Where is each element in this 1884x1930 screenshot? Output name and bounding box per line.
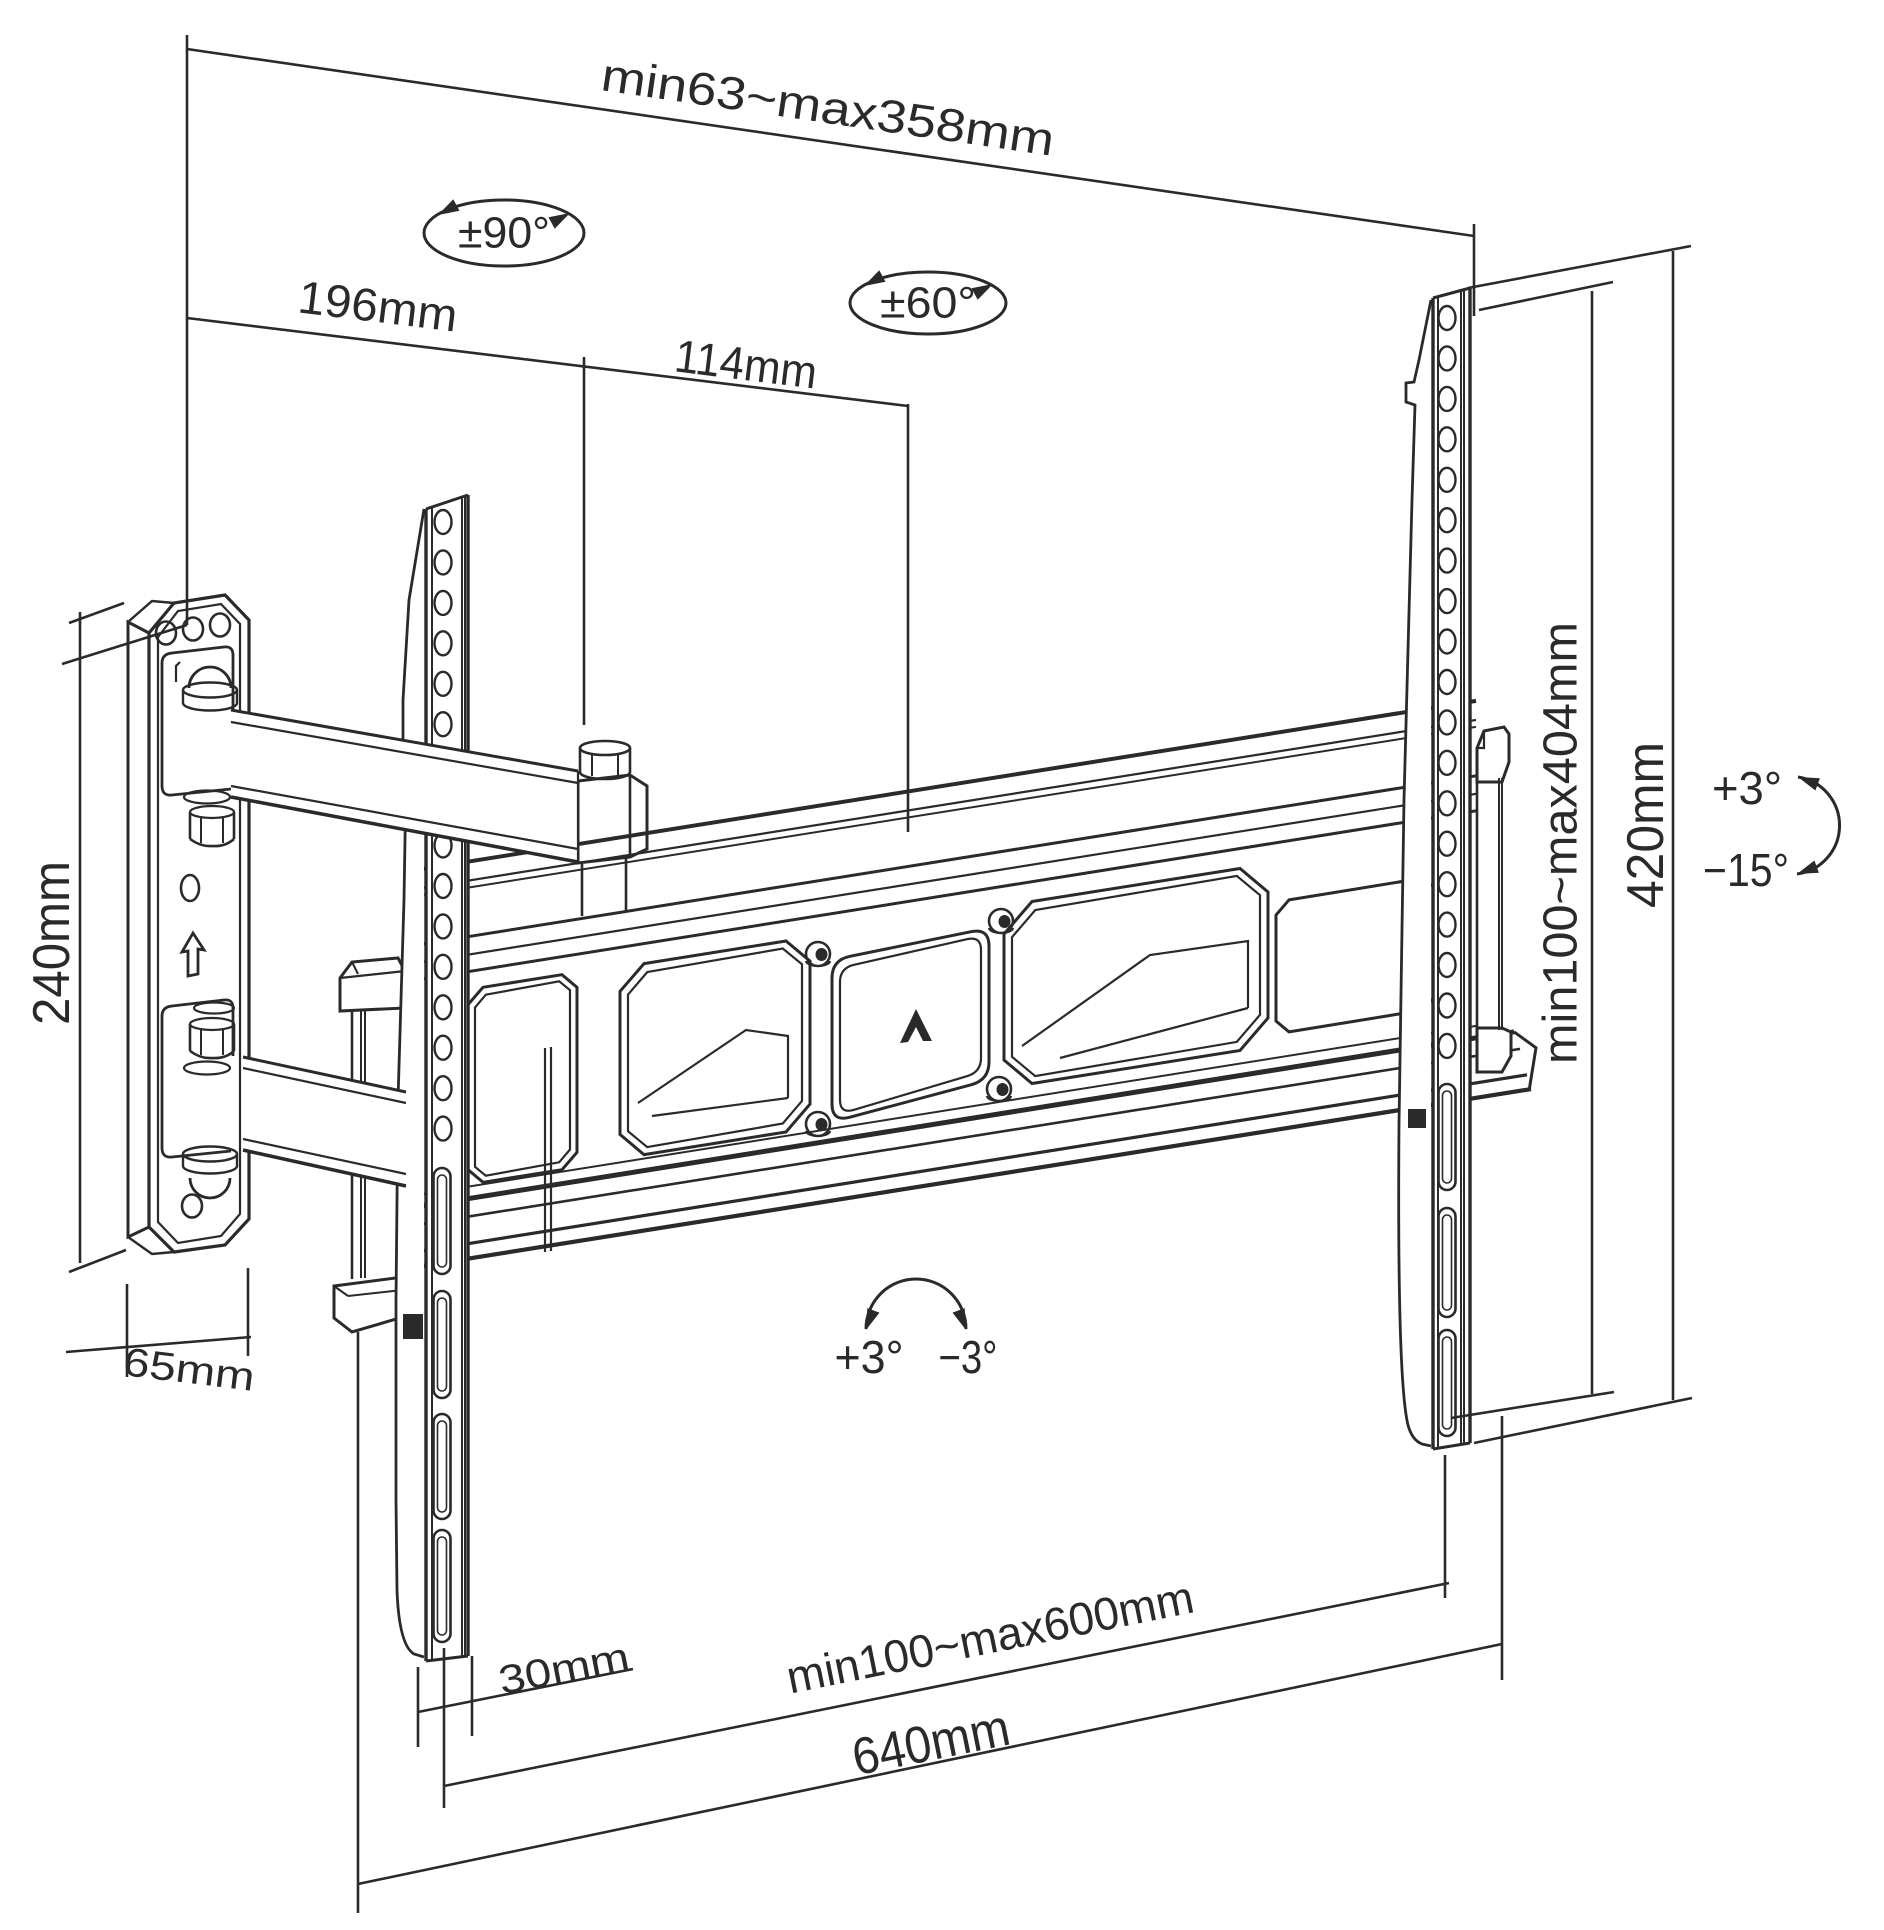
svg-text:−3°: −3°	[939, 1331, 998, 1383]
svg-text:420mm: 420mm	[1617, 742, 1675, 908]
svg-text:±60°: ±60°	[880, 279, 976, 328]
svg-text:240mm: 240mm	[23, 861, 81, 1025]
svg-text:±90°: ±90°	[458, 209, 550, 258]
svg-text:+3°: +3°	[1712, 762, 1782, 814]
svg-text:−15°: −15°	[1703, 844, 1789, 896]
svg-text:+3°: +3°	[835, 1331, 904, 1383]
svg-text:min100~max404mm: min100~max404mm	[1535, 622, 1588, 1064]
